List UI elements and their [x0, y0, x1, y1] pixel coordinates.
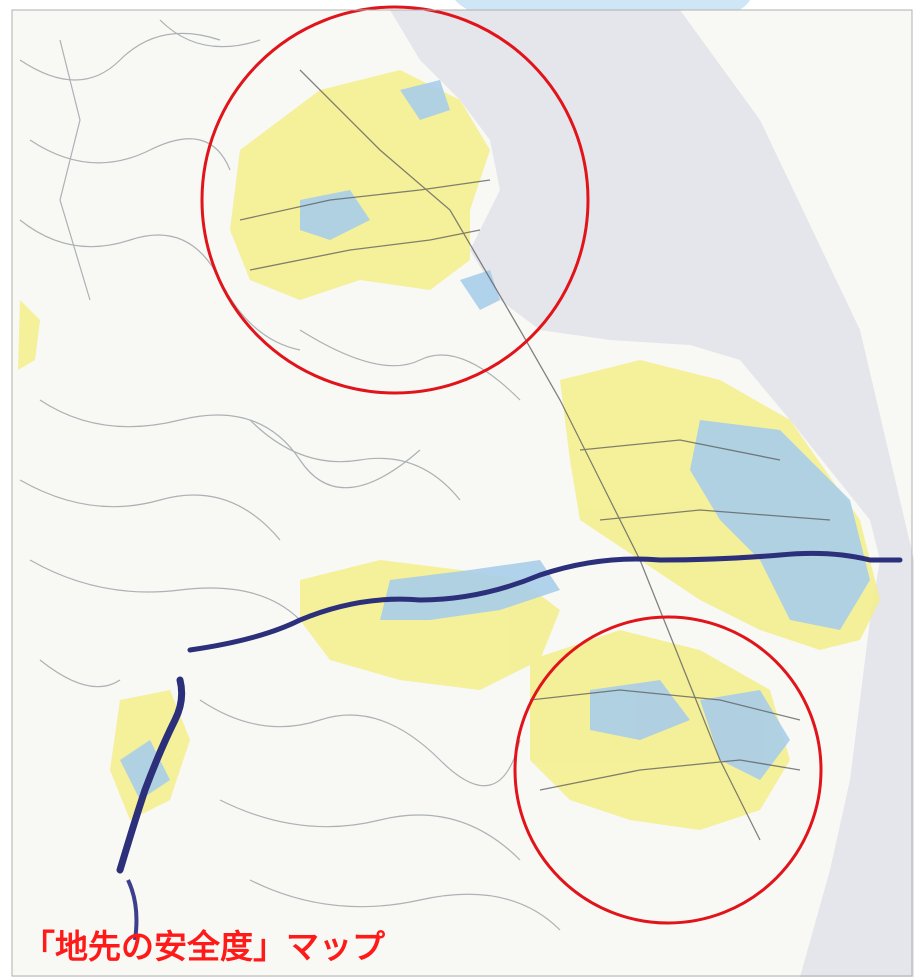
road-network — [239, 69, 831, 841]
blue-zones — [120, 80, 870, 800]
yellow-zones — [18, 70, 880, 830]
tributary-river-south — [126, 879, 139, 941]
map-border — [11, 9, 913, 977]
highlight-circle-south — [513, 615, 823, 925]
sea-area — [390, 10, 914, 977]
highlight-circle-north — [200, 5, 590, 395]
main-river — [187, 550, 903, 653]
terrain-lines — [19, 19, 561, 931]
tributary-river — [116, 676, 186, 874]
map-caption: 「地先の安全度」マップ — [22, 927, 385, 966]
